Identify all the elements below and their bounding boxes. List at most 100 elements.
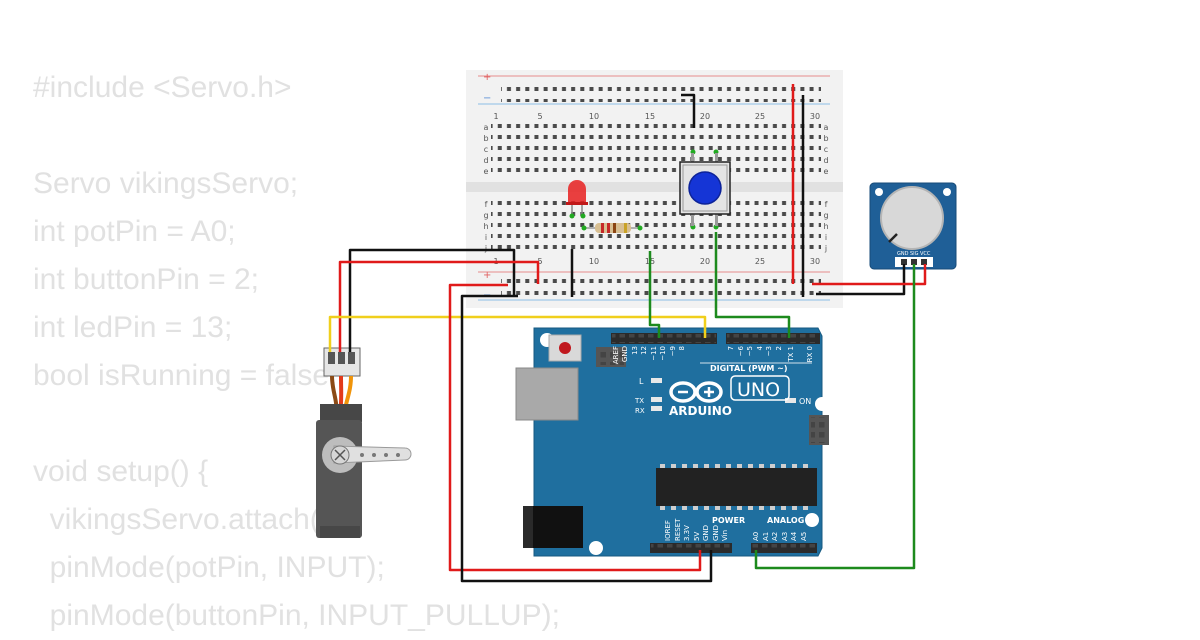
- on-led-label: ON: [799, 397, 811, 406]
- pin-label-10: ~10: [659, 346, 667, 361]
- pin-label-13: 13: [631, 346, 639, 355]
- pin-label-4: 4: [756, 345, 764, 350]
- pin-label-a0: A0: [752, 532, 760, 541]
- row-letter: b: [823, 134, 828, 143]
- row-letter: j: [484, 244, 487, 253]
- code-line: pinMode(potPin, INPUT);: [33, 551, 385, 584]
- code-line: int potPin = A0;: [33, 215, 236, 248]
- pin-label-11: ~11: [650, 346, 658, 361]
- servo-signal-wire: [328, 315, 707, 352]
- pin-label-gnd-1: GND: [702, 525, 710, 541]
- row-letter: e: [484, 167, 489, 176]
- code-line: bool isRunning = false;: [33, 359, 338, 392]
- pin-label-gnd: GND: [621, 346, 629, 362]
- analog-in-label: ANALOG IN: [767, 516, 817, 525]
- row-letter: f: [825, 200, 828, 209]
- row-letter: g: [823, 211, 828, 220]
- arduino-model: UNO: [737, 379, 780, 401]
- pin-label-tx: TX 1: [787, 346, 795, 363]
- digital-pwm-label: DIGITAL (PWM ~): [710, 364, 788, 373]
- pin-label-6: ~6: [737, 345, 745, 356]
- wires: [328, 84, 927, 583]
- arduino-infinity-logo: [669, 381, 723, 403]
- pin-label-reset: RESET: [674, 518, 682, 541]
- pushbutton-cap[interactable]: [688, 171, 722, 205]
- pin-label-vin: Vin: [721, 530, 729, 541]
- mounting-hole: [815, 397, 829, 411]
- pin-label-3v3: 3.3V: [683, 525, 691, 541]
- column-number: 1: [493, 112, 498, 121]
- pin-label-2: 2: [775, 346, 783, 350]
- pot-signal-wire: [754, 264, 916, 570]
- bottom-power-rail: [501, 277, 821, 299]
- row-letter: c: [484, 145, 488, 154]
- pin-label-rx: RX 0: [806, 346, 814, 362]
- mounting-hole: [805, 513, 819, 527]
- column-number: 25: [755, 112, 765, 121]
- pushbutton[interactable]: [679, 149, 731, 230]
- code-listing: #include <Servo.h> Servo vikingsServo; int…: [33, 64, 560, 640]
- pin-label-5v: 5V: [693, 532, 701, 541]
- row-letter: c: [824, 145, 828, 154]
- code-line: vikingsServo.attach(9);: [33, 503, 355, 536]
- terminal-strip-bottom: [491, 198, 821, 253]
- rail-plus-label: +: [483, 270, 491, 281]
- pin-label-7: 7: [727, 346, 735, 350]
- arduino-gnd-wire: [460, 294, 713, 583]
- l-led-label: L: [639, 377, 644, 386]
- column-number: 5: [537, 257, 542, 266]
- code-line: int buttonPin = 2;: [33, 263, 259, 296]
- breadboard: + − + − 1 5 10 15 20 25 30 1 5 10 15 20 …: [466, 70, 843, 308]
- top-power-rail: [501, 80, 821, 102]
- red-led: [566, 180, 588, 219]
- pin-label-a3: A3: [781, 532, 789, 541]
- row-letter: g: [483, 211, 488, 220]
- row-letter: a: [824, 123, 829, 132]
- code-line: Servo vikingsServo;: [33, 167, 299, 200]
- pot-vcc-wire: [812, 264, 927, 286]
- rx-led-label: RX: [635, 407, 645, 415]
- servo-motor: [316, 347, 412, 538]
- knob-indicator: [888, 233, 898, 243]
- pin-label-aref: AREF: [612, 346, 620, 364]
- potentiometer-knob[interactable]: [880, 186, 944, 250]
- resistor: [581, 223, 643, 233]
- column-number: 5: [537, 112, 542, 121]
- arduino-uno-board: AREF GND 13 12 ~11 ~10 ~9 8 7 ~6 ~5 4 ~3…: [515, 327, 829, 557]
- row-letter: b: [483, 134, 488, 143]
- column-number: 10: [589, 112, 599, 121]
- pot-gnd-wire: [816, 264, 906, 296]
- pin-label-a4: A4: [790, 531, 798, 541]
- column-number: 20: [700, 112, 710, 121]
- code-line: #include <Servo.h>: [33, 71, 292, 104]
- pot-pin-sig-label: SIG: [910, 251, 919, 257]
- tx-led-label: TX: [634, 397, 644, 405]
- rx-led: [651, 406, 662, 411]
- arduino-5v-wire: [448, 283, 702, 572]
- column-number: 25: [755, 257, 765, 266]
- pin-label-a1: A1: [762, 532, 770, 541]
- pot-pin-vcc-label: VCC: [920, 251, 931, 257]
- pin-label-ioref: IOREF: [664, 520, 672, 541]
- row-letter: i: [485, 233, 487, 242]
- rail-minus-label: −: [483, 93, 491, 104]
- code-line: void setup() {: [33, 455, 209, 488]
- pin-label-9: ~9: [669, 346, 677, 356]
- pin-label-12: 12: [640, 346, 648, 355]
- potentiometer-module: GND SIG VCC: [869, 182, 957, 270]
- pin-label-3: ~3: [765, 346, 773, 356]
- power-label: POWER: [712, 516, 745, 525]
- pin-label-a5: A5: [800, 532, 808, 541]
- arduino-brand: ARDUINO: [669, 404, 732, 418]
- pin-label-5: ~5: [746, 346, 754, 356]
- row-letter: d: [823, 156, 828, 165]
- code-line: pinMode(buttonPin, INPUT_PULLUP);: [33, 599, 560, 632]
- row-letter: h: [823, 222, 828, 231]
- reset-button-cap: [559, 342, 571, 354]
- column-number: 30: [810, 112, 820, 121]
- column-number: 30: [810, 257, 820, 266]
- code-line: int ledPin = 13;: [33, 311, 233, 344]
- row-letter: i: [825, 233, 827, 242]
- row-letter: d: [483, 156, 488, 165]
- pin-label-gnd-2: GND: [712, 525, 720, 541]
